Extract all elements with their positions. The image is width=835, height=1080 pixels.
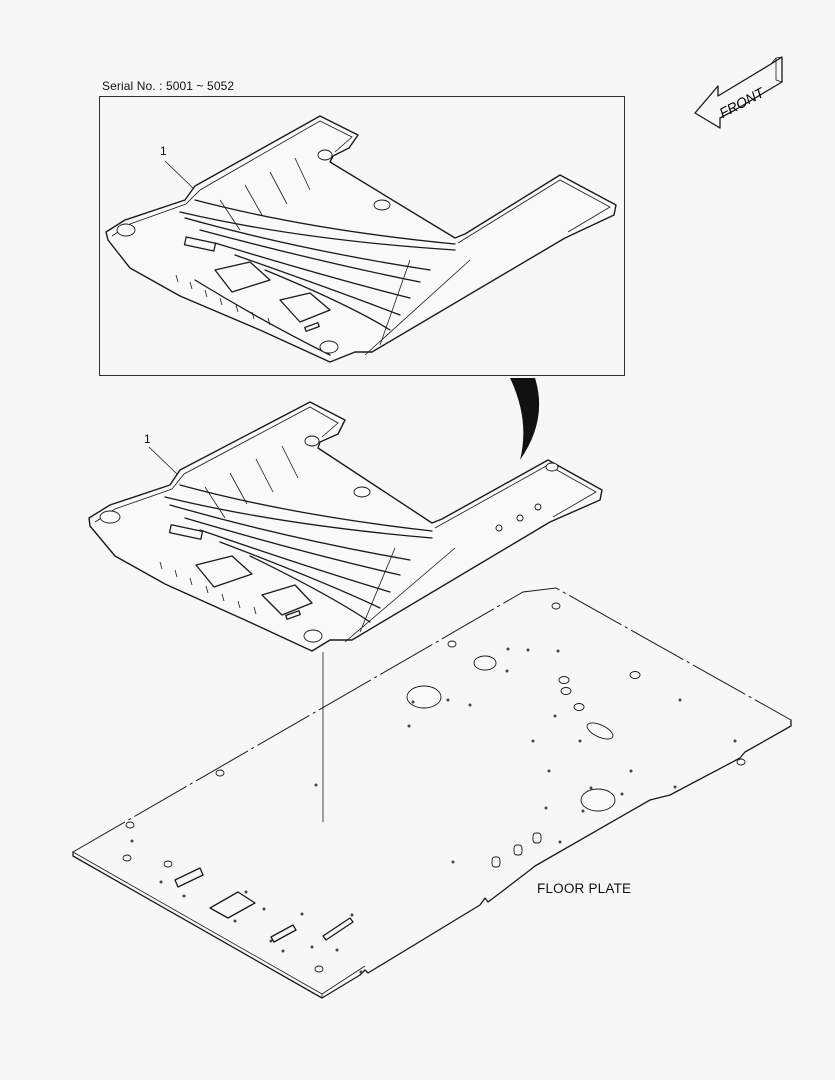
inset-part-callout: 1: [160, 144, 167, 158]
serial-number-label: Serial No. : 5001 ~ 5052: [102, 79, 235, 93]
main-part-callout: 1: [144, 432, 151, 446]
floor-plate-label: FLOOR PLATE: [537, 881, 632, 896]
arrow-left-icon: [694, 56, 783, 129]
inset-frame: [99, 96, 625, 376]
transition-arrow: [510, 378, 540, 460]
inset-tray-part: [105, 115, 617, 363]
main-tray-part: [88, 401, 603, 652]
floor-plate-part: [72, 587, 792, 999]
